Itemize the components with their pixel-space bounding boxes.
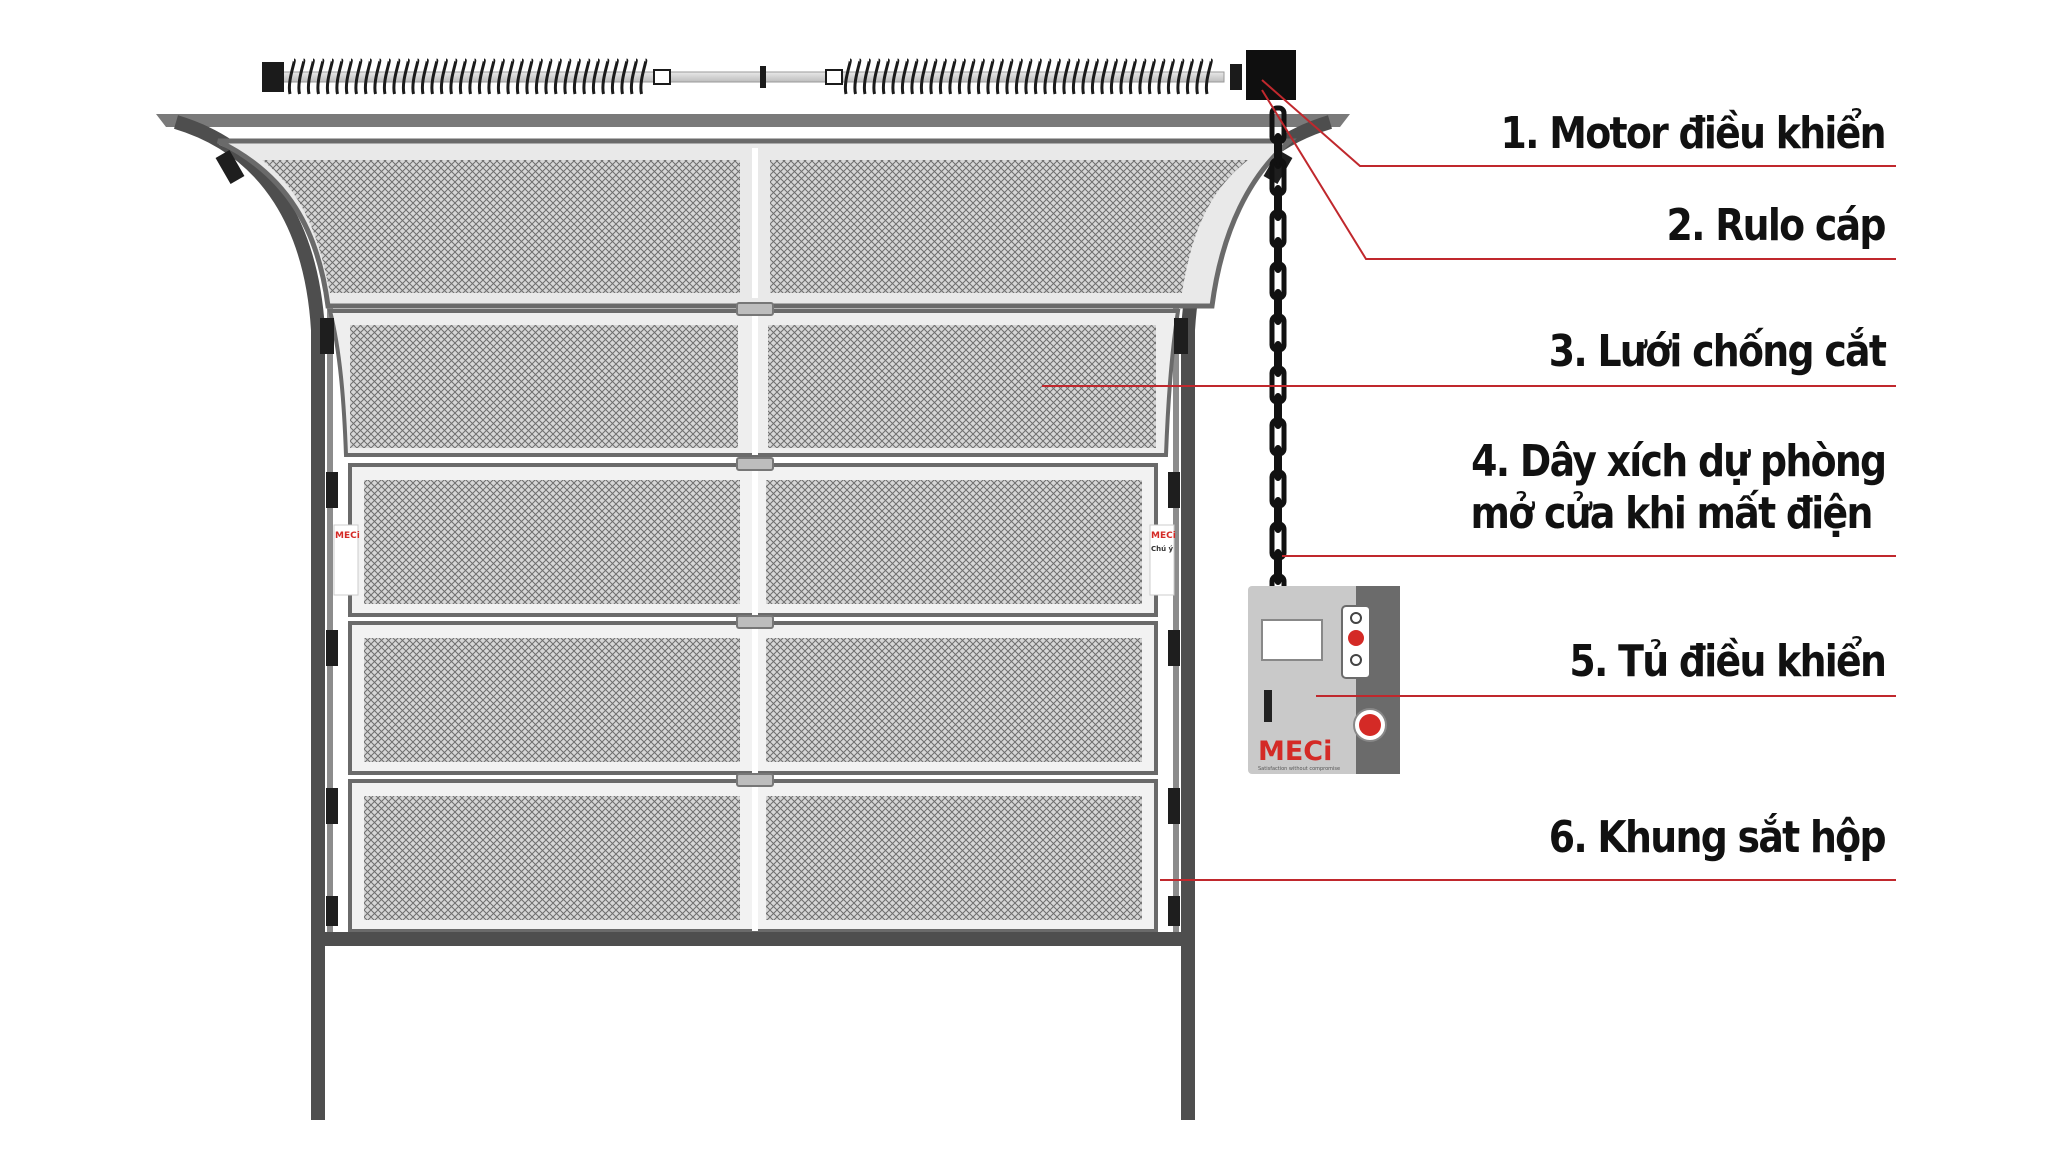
chain-link — [1274, 237, 1282, 273]
emergency-stop-button — [1359, 714, 1381, 736]
panel-center-stiles — [752, 465, 758, 931]
chain-link — [1274, 133, 1282, 169]
label-mesh: 3. Lưới chống cắt — [1548, 326, 1887, 377]
left-curved-track — [173, 115, 333, 1120]
shaft-end-cap-left — [262, 62, 284, 92]
label-chain-line2: mở cửa khi mất điện — [1470, 488, 1873, 539]
indicator-light-bottom — [1350, 654, 1362, 666]
frame-posts — [312, 936, 1194, 1120]
panel-2 — [327, 309, 1181, 457]
sticker-brand-right: MECi — [1151, 531, 1176, 541]
sticker-note-right: Chú ý — [1151, 544, 1174, 553]
torsion-spring-left — [287, 58, 648, 95]
chain-link — [1274, 341, 1282, 377]
chain-link — [1274, 445, 1282, 481]
side-sticker-left: MECi — [333, 524, 360, 596]
control-box: MECi Satisfaction without compromise — [1248, 586, 1400, 774]
label-frame: 6. Khung sắt hộp — [1548, 812, 1887, 863]
torsion-shaft — [262, 58, 1225, 95]
control-box-tagline: Satisfaction without compromise — [1258, 766, 1340, 772]
chain-link — [1274, 549, 1282, 585]
torsion-spring-right — [843, 58, 1213, 95]
sticker-brand-left: MECi — [335, 531, 360, 541]
motor-unit — [1230, 50, 1296, 100]
side-sticker-right: MECi Chú ý — [1149, 524, 1176, 596]
label-chain: 4. Dây xích dự phòng mở cửa khi mất điện — [1470, 436, 1887, 540]
key-slot — [1264, 690, 1272, 722]
chain-link — [1274, 497, 1282, 533]
leader-line-motor — [1261, 79, 1896, 167]
label-chain-line1: 4. Dây xích dự phòng — [1470, 436, 1887, 487]
top-beam — [156, 114, 1350, 127]
chain-link — [1274, 289, 1282, 325]
control-display — [1261, 619, 1323, 661]
label-cable-drum: 2. Rulo cáp — [1666, 200, 1887, 251]
control-box-brand: MECi — [1258, 736, 1332, 767]
chain-link — [1274, 393, 1282, 429]
indicator-light-top — [1350, 612, 1362, 624]
chain-link — [1274, 185, 1282, 221]
top-panel-curved — [216, 138, 1297, 309]
leader-line-cable-drum — [1261, 89, 1896, 260]
track-rollers — [215, 150, 1293, 926]
backup-chain — [1269, 105, 1287, 613]
label-control-box: 5. Tủ điều khiển — [1569, 636, 1887, 687]
indicator-red-button — [1348, 630, 1364, 646]
leader-lines — [1042, 79, 1896, 881]
panel-hinges — [736, 302, 774, 787]
bottom-rail — [318, 932, 1188, 946]
label-motor: 1. Motor điều khiển — [1500, 108, 1887, 159]
